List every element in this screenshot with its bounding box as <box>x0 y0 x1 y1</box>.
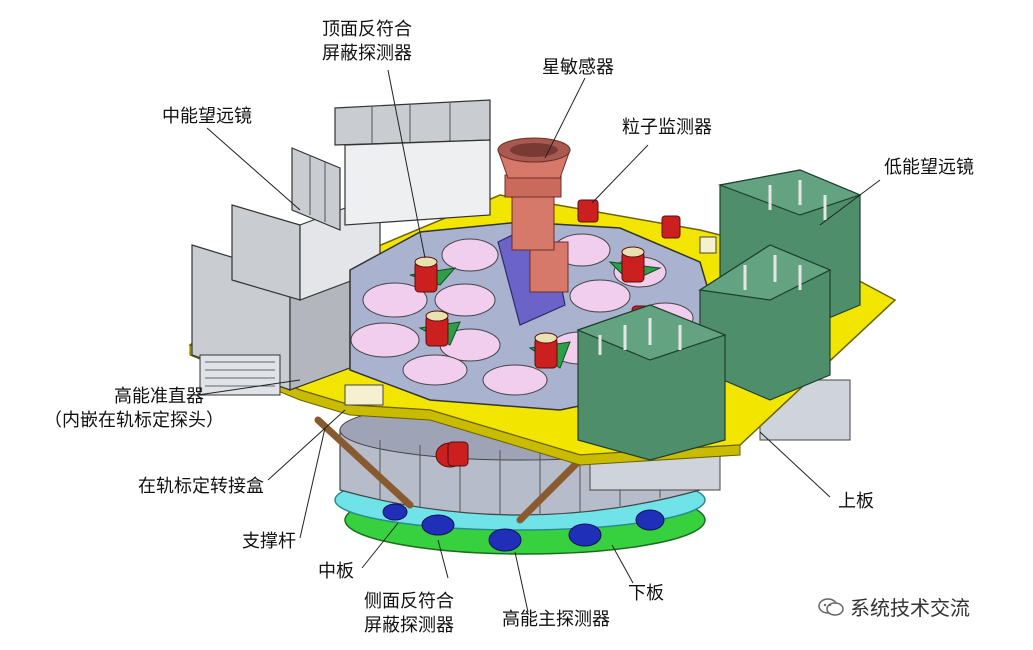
label-he-collimator-line1: 高能准直器 <box>114 386 204 407</box>
label-top-acd: 顶面反符合 屏蔽探测器 <box>322 18 412 66</box>
label-star-sensor: 星敏感器 <box>542 57 614 78</box>
label-side-acd-line2: 屏蔽探测器 <box>364 615 454 636</box>
label-upper-plate: 上板 <box>838 491 874 512</box>
label-lower-plate: 下板 <box>628 583 664 604</box>
label-middle-plate: 中板 <box>318 561 354 582</box>
wechat-icon <box>818 597 844 616</box>
support-strut <box>314 416 584 524</box>
leader-lines <box>197 69 881 613</box>
label-top-acd-line2: 屏蔽探测器 <box>322 43 412 64</box>
label-top-acd-line1: 顶面反符合 <box>322 19 412 40</box>
label-strut: 支撑杆 <box>242 531 296 552</box>
label-particle-monitor: 粒子监测器 <box>622 117 712 138</box>
star-sensor <box>497 137 571 326</box>
label-he-collimator: 高能准直器 （内嵌在轨标定探头） <box>14 385 224 433</box>
label-side-acd: 侧面反符合 屏蔽探测器 <box>364 590 454 638</box>
blue-pmt-row <box>382 503 665 552</box>
label-side-acd-line1: 侧面反符合 <box>364 591 454 612</box>
calibration-box <box>344 384 384 406</box>
label-he-collimator-line2: （内嵌在轨标定探头） <box>44 410 224 431</box>
watermark: 系统技术交流 <box>818 592 970 621</box>
label-low-telescope: 低能望远镜 <box>884 157 974 178</box>
label-he-main-detector: 高能主探测器 <box>502 609 610 630</box>
label-medium-telescope: 中能望远镜 <box>162 106 252 127</box>
red-detectors <box>414 246 653 369</box>
watermark-text: 系统技术交流 <box>850 596 970 620</box>
particle-monitor <box>577 199 681 239</box>
label-calib-box: 在轨标定转接盒 <box>138 476 264 497</box>
